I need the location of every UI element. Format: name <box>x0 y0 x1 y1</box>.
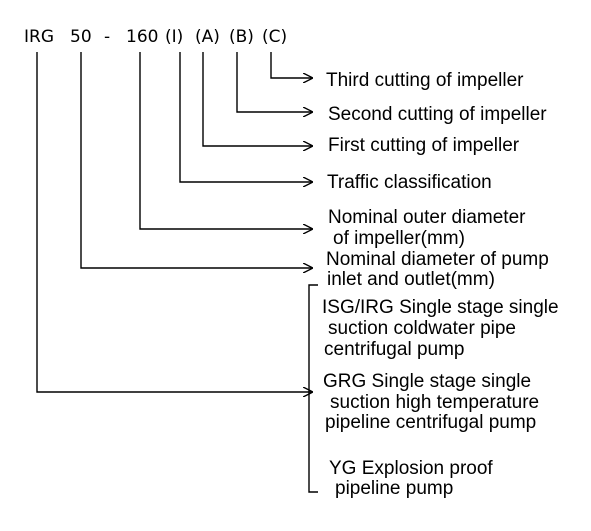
leader-first-cut <box>202 52 312 146</box>
label-second-cut: Second cutting of impeller <box>328 104 547 125</box>
code-flow: (I) <box>165 27 183 47</box>
code-impeller: 160 <box>126 27 158 47</box>
leader-impeller-diameter <box>139 52 312 229</box>
leader-series <box>36 52 312 392</box>
label-pump-diam-2: inlet and outlet(mm) <box>327 269 495 290</box>
label-isg-3: centrifugal pump <box>324 339 464 360</box>
label-yg-1: YG Explosion proof <box>329 458 493 479</box>
code-cut-a: (A) <box>195 27 220 47</box>
leader-pump-diameter <box>80 52 312 268</box>
leader-traffic <box>179 52 312 182</box>
code-cut-b: (B) <box>229 27 254 47</box>
label-isg-1: ISG/IRG Single stage single <box>322 297 559 318</box>
code-inlet: 50 <box>70 27 92 47</box>
label-impeller-diam-2: of impeller(mm) <box>333 228 465 249</box>
code-series: IRG <box>24 27 54 47</box>
series-bracket <box>308 284 318 493</box>
label-third-cut: Third cutting of impeller <box>326 70 524 91</box>
label-traffic: Traffic classification <box>327 172 492 193</box>
label-first-cut: First cutting of impeller <box>328 135 520 156</box>
label-grg-3: pipeline centrifugal pump <box>325 412 536 433</box>
label-grg-1: GRG Single stage single <box>323 371 531 392</box>
code-dash: - <box>104 27 110 47</box>
code-cut-c: (C) <box>262 27 287 47</box>
label-impeller-diam-1: Nominal outer diameter <box>328 207 526 228</box>
leader-third-cut <box>270 52 312 78</box>
label-pump-diam-1: Nominal diameter of pump <box>326 249 549 270</box>
label-grg-2: suction high temperature <box>330 392 539 413</box>
label-isg-2: suction coldwater pipe <box>328 318 516 339</box>
leader-second-cut <box>236 52 312 112</box>
label-yg-2: pipeline pump <box>335 478 453 499</box>
